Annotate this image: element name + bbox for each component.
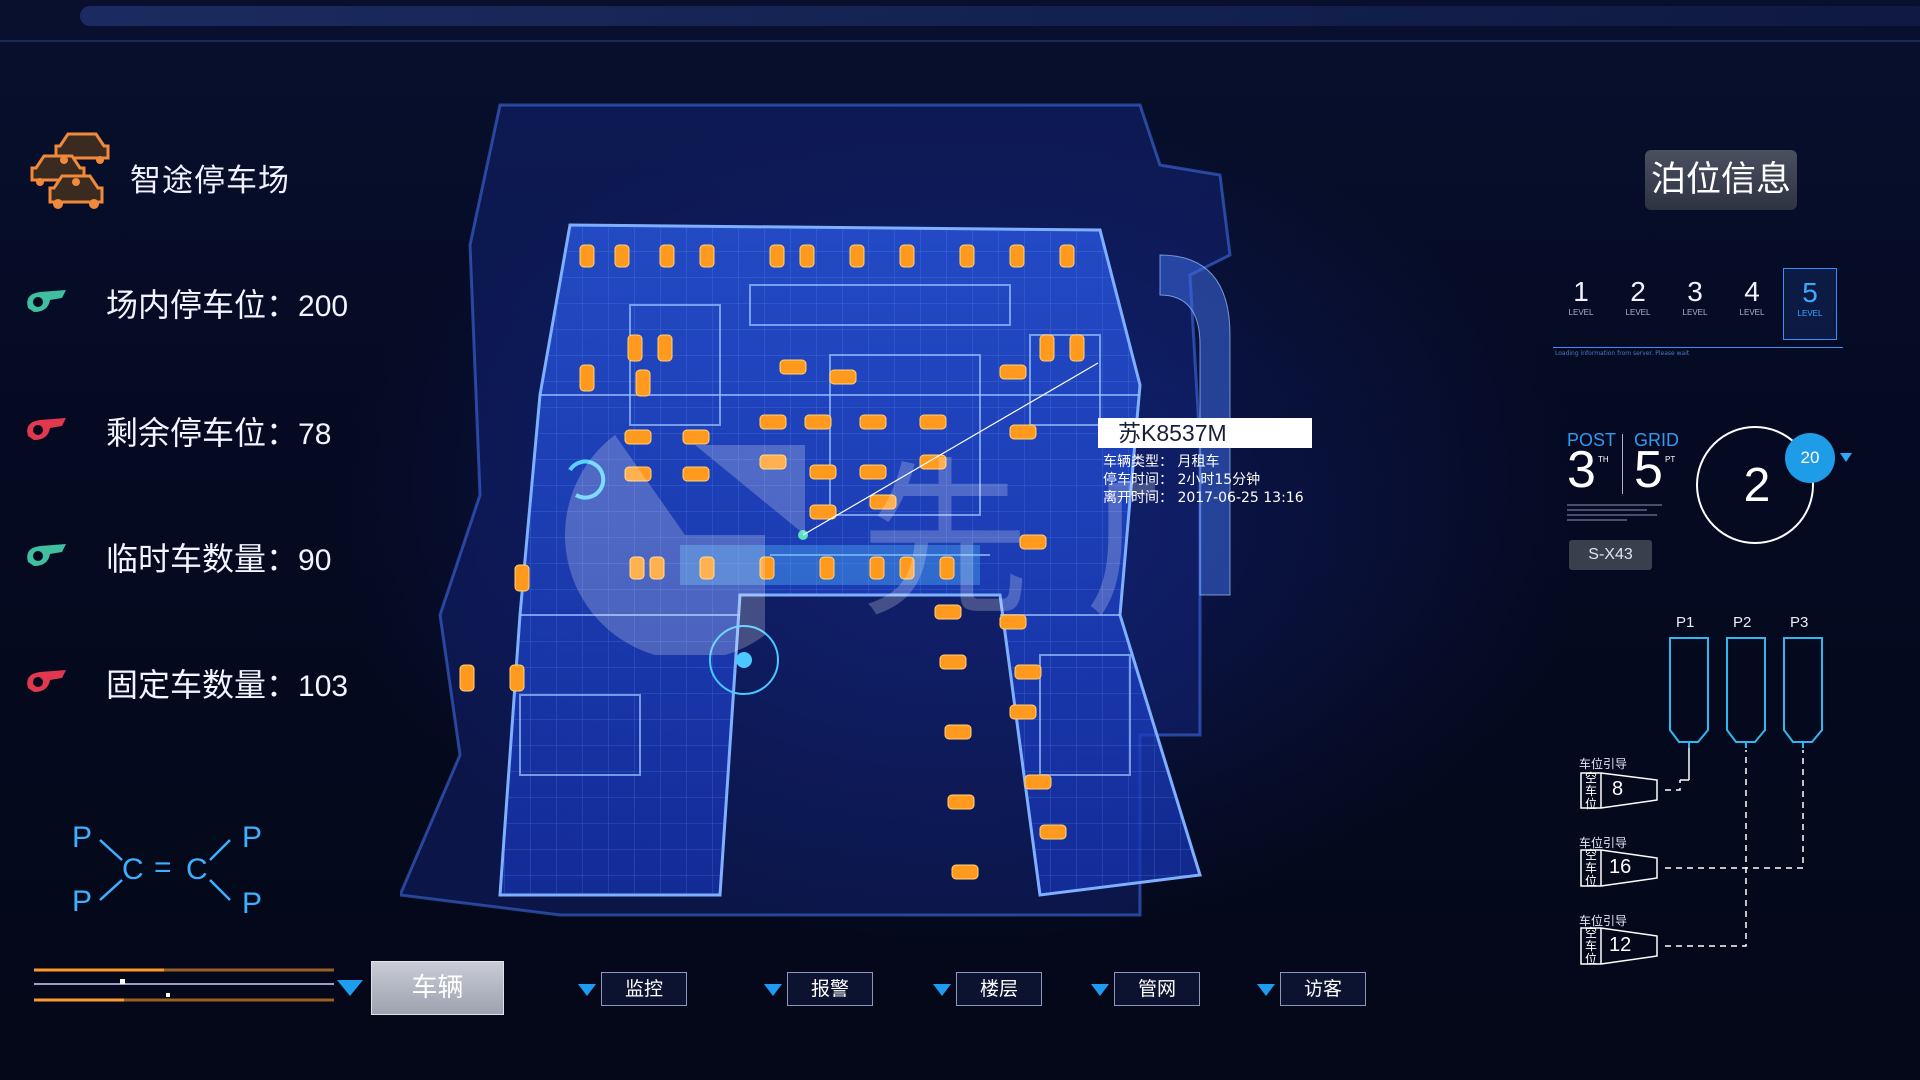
stat-remaining-spaces: 剩余停车位：78 bbox=[22, 400, 402, 460]
guide-side-label: 空车位 bbox=[1584, 926, 1597, 966]
grid-value: 5 bbox=[1634, 441, 1663, 499]
progress-sliders bbox=[34, 962, 364, 1012]
top-divider bbox=[0, 40, 1920, 42]
atom-p: P bbox=[72, 821, 93, 854]
dropdown-arrow-icon[interactable] bbox=[578, 984, 596, 996]
grid-suffix: PT bbox=[1665, 455, 1676, 464]
guide-count: 8 bbox=[1612, 778, 1624, 800]
atom-p: P bbox=[72, 885, 93, 918]
visitor-button[interactable]: 访客 bbox=[1280, 972, 1366, 1006]
dropdown-arrow-icon[interactable] bbox=[764, 984, 782, 996]
grid-label: GRID bbox=[1634, 430, 1679, 450]
dropdown-arrow-icon[interactable] bbox=[1091, 984, 1109, 996]
stat-label: 场内停车位：200 bbox=[106, 286, 349, 324]
parking-3d-map[interactable] bbox=[397, 95, 1480, 925]
guide-title: 车位引导 bbox=[1579, 914, 1628, 928]
post-suffix: TH bbox=[1598, 455, 1609, 464]
vehicles-button[interactable]: 车辆 bbox=[371, 961, 504, 1015]
stat-total-spaces: 场内停车位：200 bbox=[22, 272, 402, 332]
port-label-p1: P1 bbox=[1676, 614, 1695, 631]
berth-info-title: 泊位信息 bbox=[1645, 150, 1797, 210]
port-label-p2: P2 bbox=[1733, 614, 1752, 631]
stat-temporary-cars: 临时车数量：90 bbox=[22, 526, 402, 586]
stat-label: 固定车数量：103 bbox=[106, 666, 349, 704]
molecule-decoration: P P P P C = C bbox=[60, 815, 280, 925]
parking-logo-icon bbox=[30, 130, 112, 214]
guide-count: 12 bbox=[1609, 934, 1632, 956]
guide-count: 16 bbox=[1609, 856, 1632, 878]
level-underline bbox=[1553, 347, 1843, 348]
atom-p: P bbox=[242, 821, 263, 854]
guide-title: 车位引导 bbox=[1579, 836, 1628, 850]
watermark-logo: 先 广 bbox=[565, 435, 1155, 655]
molecule-bonds bbox=[99, 839, 231, 901]
double-bond: = bbox=[154, 851, 172, 884]
stat-fixed-cars: 固定车数量：103 bbox=[22, 652, 402, 712]
spot-code-badge: S-X43 bbox=[1569, 540, 1652, 570]
guide-title: 车位引导 bbox=[1579, 757, 1628, 771]
dropdown-arrow-icon[interactable] bbox=[337, 980, 363, 996]
dial-value: 2 bbox=[1743, 459, 1771, 512]
parking-guidance: P1 P2 P3 车位引导 空车位 8 车位引导 空车位 16 车位引导 空车位… bbox=[1555, 600, 1875, 990]
pipe-network-button[interactable]: 管网 bbox=[1114, 972, 1200, 1006]
fine-print-lines bbox=[1567, 504, 1662, 521]
dial-badge[interactable]: 20 bbox=[1785, 433, 1835, 483]
top-decor-bar bbox=[80, 6, 1920, 26]
atom-c: C bbox=[122, 853, 144, 886]
guide-side-label: 空车位 bbox=[1584, 848, 1597, 888]
post-grid-divider bbox=[1622, 434, 1623, 494]
level-loading-note: Loading information from server. Please … bbox=[1555, 350, 1690, 357]
vehicle-park-time: 停车时间： 2小时15分钟 bbox=[1103, 472, 1261, 488]
vehicle-leave-time: 离开时间： 2017-06-25 13:16 bbox=[1103, 490, 1304, 506]
occupancy-dial bbox=[1696, 426, 1814, 544]
post-value: 3 bbox=[1567, 441, 1596, 499]
atom-c: C bbox=[186, 853, 208, 886]
pin-icon bbox=[27, 670, 66, 692]
vehicle-type: 车辆类型： 月租车 bbox=[1103, 454, 1220, 470]
vehicle-info: 车辆类型： 月租车 停车时间： 2小时15分钟 离开时间： 2017-06-25… bbox=[1103, 453, 1304, 507]
monitor-button[interactable]: 监控 bbox=[601, 972, 687, 1006]
pin-icon bbox=[27, 544, 66, 566]
floor-button[interactable]: 楼层 bbox=[956, 972, 1042, 1006]
dropdown-arrow-icon[interactable] bbox=[933, 984, 951, 996]
stat-label: 临时车数量：90 bbox=[106, 540, 332, 578]
port-label-p3: P3 bbox=[1790, 614, 1809, 631]
alarm-button[interactable]: 报警 bbox=[787, 972, 873, 1006]
guidance-diagram bbox=[1580, 637, 1823, 965]
dropdown-arrow-icon[interactable] bbox=[1257, 984, 1275, 996]
svg-text:先 广: 先 广 bbox=[860, 443, 1155, 641]
guide-side-label: 空车位 bbox=[1584, 771, 1597, 811]
vehicle-plate-label[interactable]: 苏K8537M bbox=[1098, 418, 1312, 448]
pin-icon bbox=[27, 418, 66, 440]
atom-p: P bbox=[242, 887, 263, 920]
post-label: POST bbox=[1567, 430, 1617, 450]
stat-label: 剩余停车位：78 bbox=[106, 414, 332, 452]
pin-icon bbox=[27, 290, 66, 312]
app-title: 智途停车场 bbox=[130, 163, 290, 199]
dial-dropdown-arrow-icon[interactable] bbox=[1840, 453, 1852, 462]
